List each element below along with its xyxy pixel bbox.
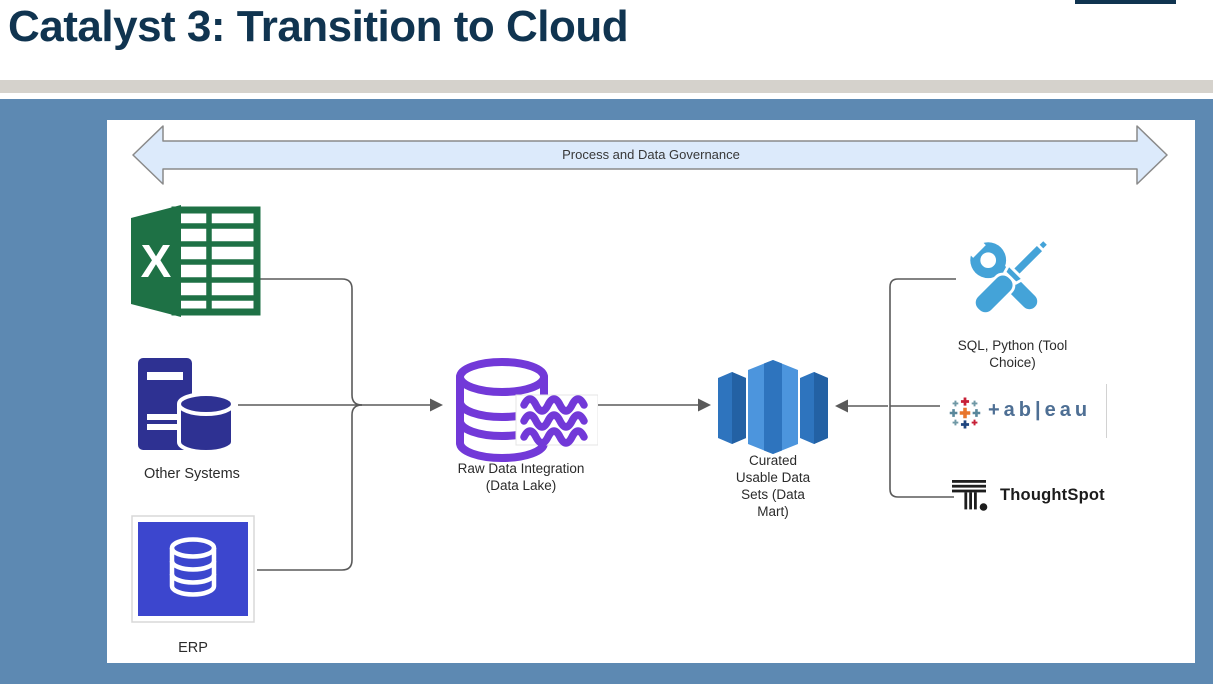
tableau-plus-cluster: [949, 397, 981, 429]
data-lake-label-line1: Raw Data Integration: [457, 461, 585, 476]
data-mart-icon: [718, 360, 828, 454]
title-divider-bar: [0, 80, 1213, 93]
tableau-logo-icon: [949, 397, 981, 429]
data-lake-icon: [456, 358, 598, 462]
excel-cover: [131, 205, 181, 317]
server-database-icon: [138, 358, 235, 454]
water-waves: [520, 395, 588, 447]
thoughtspot-logo-icon: [952, 480, 988, 511]
data-mart-label-line4: Mart): [757, 504, 789, 519]
sql-python-label-line1: SQL, Python (Tool: [957, 338, 1068, 353]
excel-letter: X: [141, 235, 172, 287]
data-mart-label-line2: Usable Data: [735, 470, 811, 485]
erp-database-icon: [131, 515, 255, 623]
other-systems-label: Other Systems: [144, 466, 240, 482]
excel-grid: [171, 206, 261, 316]
governance-banner-label: Process and Data Governance: [562, 147, 740, 162]
wrench-screwdriver-icon: [962, 234, 1051, 316]
diagram-panel: [107, 120, 1195, 663]
erp-label: ERP: [178, 640, 208, 656]
data-mart-label: Curated Usable Data Sets (Data Mart): [698, 452, 848, 520]
screwdriver: [972, 237, 1051, 316]
corner-accent-bar: [1075, 0, 1176, 4]
thoughtspot-wordmark: ThoughtSpot: [1000, 486, 1105, 504]
data-lake-label-line2: (Data Lake): [485, 478, 557, 493]
page-title: Catalyst 3: Transition to Cloud: [8, 2, 629, 51]
data-mart-label-line3: Sets (Data: [741, 487, 805, 502]
tableau-wordmark: +ab|eau: [988, 399, 1092, 421]
excel-icon: X: [131, 205, 261, 317]
data-mart-label-line1: Curated: [748, 453, 798, 468]
sql-python-label: SQL, Python (Tool Choice): [930, 337, 1095, 371]
tableau-image-edge: [1106, 384, 1107, 438]
sql-python-label-line2: Choice): [989, 355, 1036, 370]
data-lake-label: Raw Data Integration (Data Lake): [428, 460, 614, 494]
